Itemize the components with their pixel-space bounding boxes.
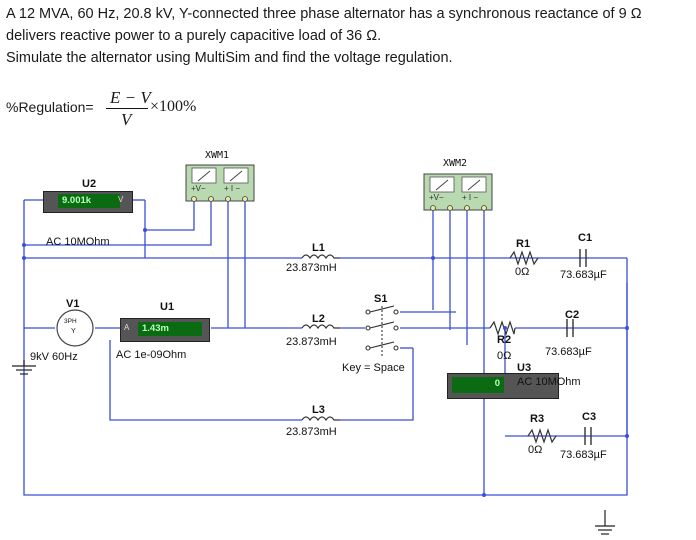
switch-key: Key = Space <box>342 362 405 374</box>
ground-icon-right <box>595 510 615 535</box>
voltmeter-u3-spec: AC 10MOhm <box>517 376 581 388</box>
inductor-l3-icon <box>301 416 340 422</box>
wattmeter-1-i: + I − <box>224 184 241 193</box>
inductor-l1-icon <box>301 254 340 260</box>
inductor-l1-name: L1 <box>312 242 325 254</box>
multimeter-u2-reading: 9.001k <box>58 194 120 208</box>
wire-l1-in <box>144 200 302 259</box>
ammeter-u1-spec: AC 1e-09Ohm <box>116 349 187 361</box>
resistor-r1-value: 0Ω <box>515 266 530 278</box>
inductor-l1-value: 23.873mH <box>286 262 337 274</box>
capacitor-c1-name: C1 <box>578 232 593 244</box>
voltmeter-u3-name: U3 <box>517 362 532 374</box>
source-spec: 9kV 60Hz <box>30 351 78 363</box>
inductor-l2-name: L2 <box>312 313 325 325</box>
fraction-bar <box>106 108 148 109</box>
resistor-r3-value: 0Ω <box>528 444 543 456</box>
wire-xwm1-a <box>145 200 195 231</box>
source-circle-icon <box>56 309 94 347</box>
wattmeter-1-v: +V− <box>191 184 206 193</box>
inductor-l2-icon <box>301 324 340 330</box>
resistor-r1-name: R1 <box>516 238 531 250</box>
inductor-l2-value: 23.873mH <box>286 336 337 348</box>
inductor-l3-name: L3 <box>312 404 325 416</box>
voltmeter-u3-reading: 0 <box>452 377 504 393</box>
resistor-r3-name: R3 <box>530 413 545 425</box>
capacitor-c2-value: 73.683µF <box>545 346 592 358</box>
wire-l3-in <box>109 340 302 421</box>
wire-xwm1-b <box>24 200 212 246</box>
wire-s1-l3 <box>380 348 414 421</box>
inductor-l3-value: 23.873mH <box>286 426 337 438</box>
question-line-1: A 12 MVA, 60 Hz, 20.8 kV, Y-connected th… <box>6 6 642 22</box>
resistor-r2-value: 0Ω <box>497 350 512 362</box>
multimeter-u2-spec: AC 10MOhm <box>46 236 110 248</box>
resistor-r3-icon <box>527 428 557 444</box>
resistor-r1-icon <box>509 250 539 266</box>
ground-icon-left <box>12 360 36 375</box>
ammeter-u1-name: U1 <box>160 301 175 313</box>
ammeter-u1-reading: 1.43m <box>138 322 202 336</box>
question-line-3: Simulate the alternator using MultiSim a… <box>6 50 453 66</box>
capacitor-c2-name: C2 <box>565 309 580 321</box>
source-symbol-top: 3PH <box>64 318 77 325</box>
wattmeter-2-name: XWM2 <box>443 158 468 169</box>
ammeter-u1-unit: A <box>124 323 130 332</box>
source-symbol-bottom: Y <box>71 328 76 335</box>
formula-numerator: E − V <box>110 88 151 107</box>
switch-name: S1 <box>374 293 388 305</box>
wattmeter-1-name: XWM1 <box>205 150 230 161</box>
capacitor-c1-value: 73.683µF <box>560 269 607 281</box>
wattmeter-2-v: +V− <box>429 193 444 202</box>
question-line-2: delivers reactive power to a purely capa… <box>6 28 382 44</box>
resistor-r2-name: R2 <box>497 334 512 346</box>
formula-label: %Regulation= <box>6 99 94 115</box>
formula-multiplier: ×100% <box>150 98 197 115</box>
multimeter-u2-unit: V <box>118 195 124 204</box>
multimeter-u2-name: U2 <box>82 178 97 190</box>
switch-s1-icon <box>365 305 399 356</box>
resistor-r2-icon <box>489 320 516 336</box>
capacitor-c3-value: 73.683µF <box>560 449 607 461</box>
wattmeter-2-i: + I − <box>462 193 479 202</box>
source-name: V1 <box>66 298 80 310</box>
formula-denominator: V <box>121 110 132 129</box>
capacitor-c3-name: C3 <box>582 411 597 423</box>
